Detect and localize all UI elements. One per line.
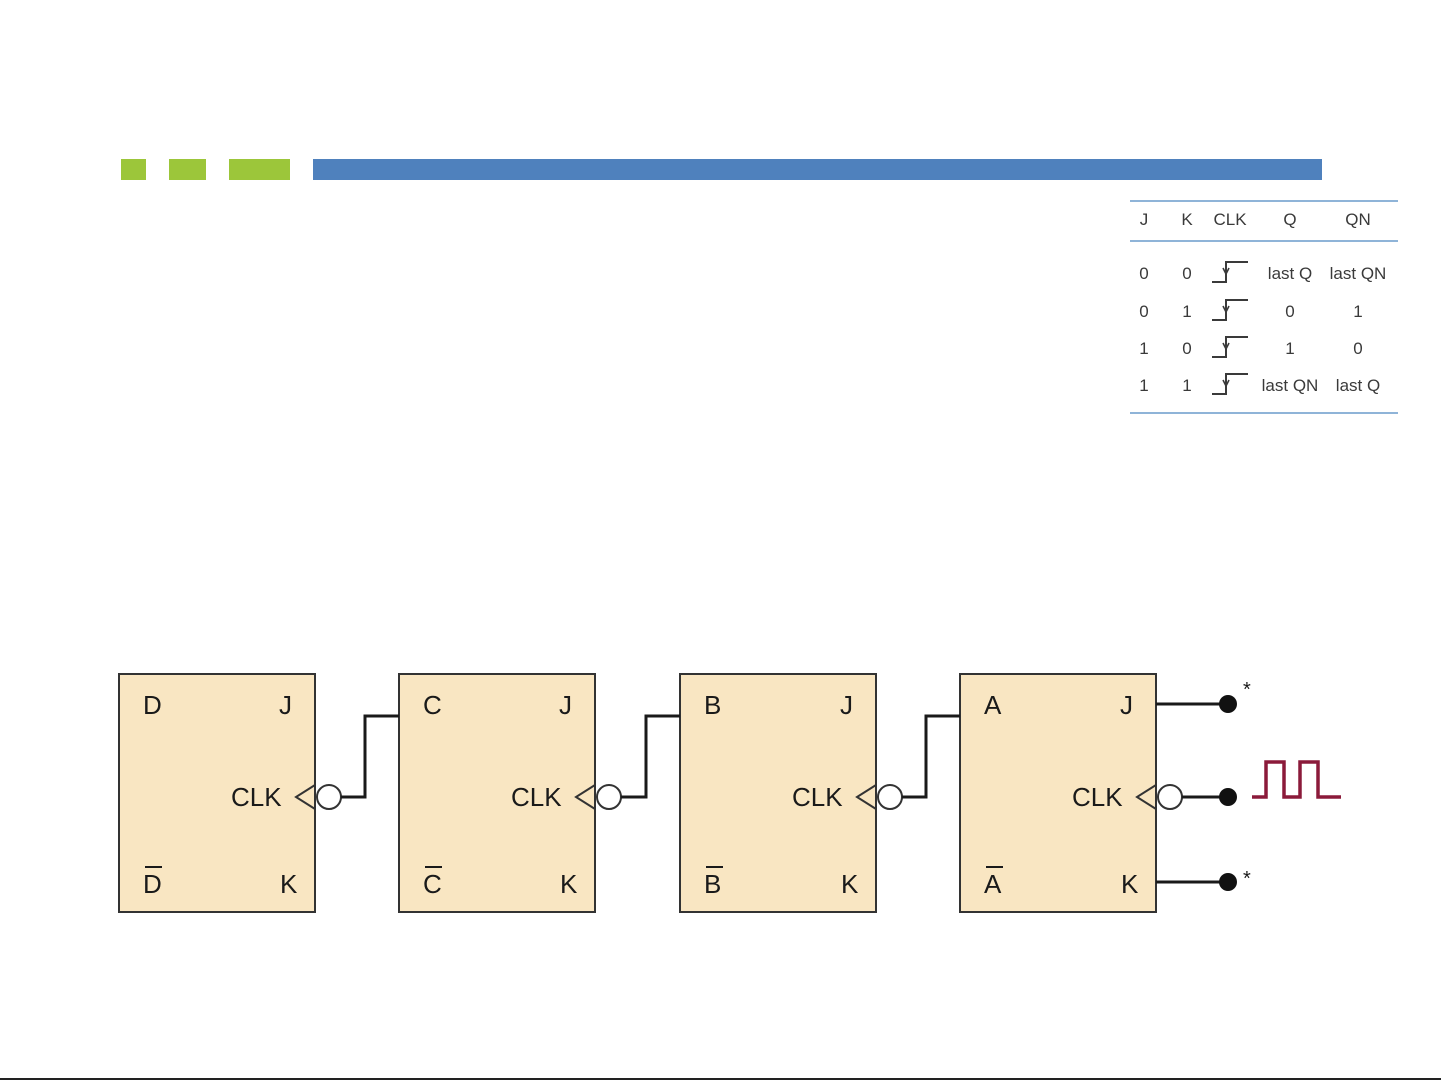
inversion-bubble [317, 785, 341, 809]
j-input-marker: * [1243, 679, 1251, 701]
q-bar-output-label: B [704, 869, 721, 899]
q-output-label: A [984, 690, 1002, 720]
k-input-marker: * [1243, 868, 1251, 890]
clock-terminal-dot [1219, 788, 1237, 806]
inversion-bubble [878, 785, 902, 809]
square-wave-icon [1252, 762, 1341, 797]
clk-input-label: CLK [792, 782, 843, 812]
q-bar-output-label: C [423, 869, 442, 899]
j-terminal-dot [1219, 695, 1237, 713]
j-input-label: J [840, 690, 853, 720]
clk-input-label: CLK [1072, 782, 1123, 812]
q-output-label: B [704, 690, 721, 720]
bottom-divider [0, 1078, 1441, 1080]
clk-input-label: CLK [511, 782, 562, 812]
j-input-label: J [279, 690, 292, 720]
j-input-label: J [559, 690, 572, 720]
connection-wire [902, 716, 960, 797]
k-input-label: K [1121, 869, 1139, 899]
inversion-bubble [1158, 785, 1182, 809]
k-terminal-dot [1219, 873, 1237, 891]
q-output-label: C [423, 690, 442, 720]
connection-wire [341, 716, 399, 797]
q-bar-output-label: D [143, 869, 162, 899]
j-input-label: J [1120, 690, 1133, 720]
k-input-label: K [280, 869, 298, 899]
k-input-label: K [560, 869, 578, 899]
q-bar-output-label: A [984, 869, 1002, 899]
connection-wire [621, 716, 680, 797]
inversion-bubble [597, 785, 621, 809]
q-output-label: D [143, 690, 162, 720]
clk-input-label: CLK [231, 782, 282, 812]
k-input-label: K [841, 869, 859, 899]
